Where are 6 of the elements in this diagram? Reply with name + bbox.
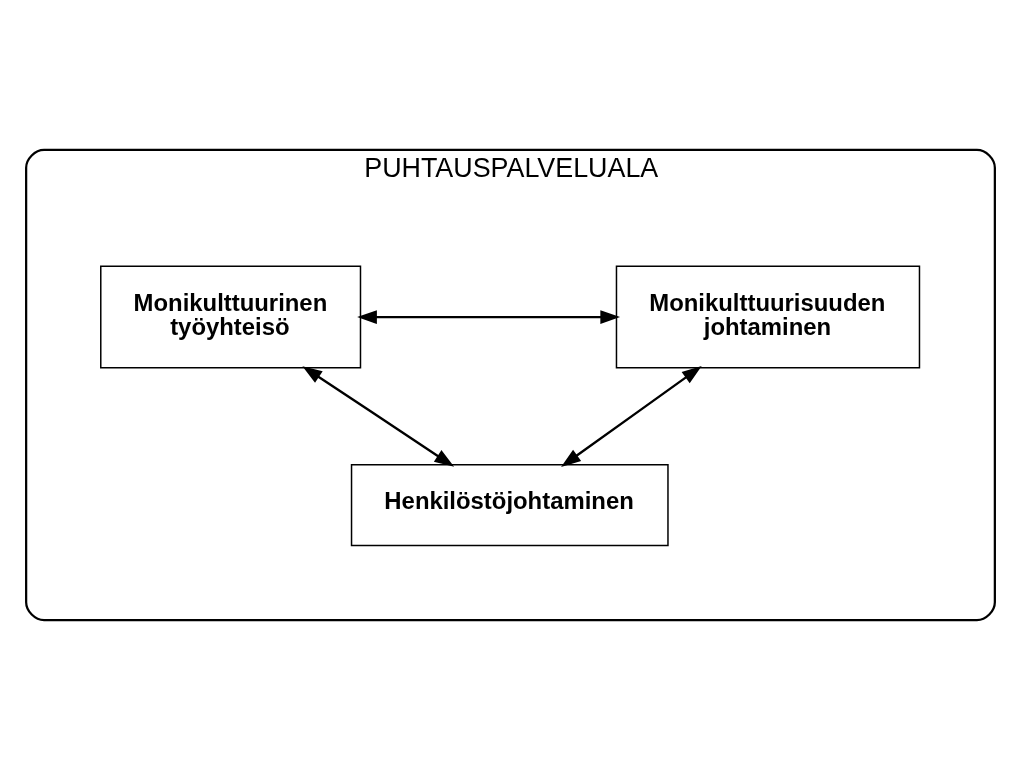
node-box: Monikulttuurisuuden johtaminen [615, 265, 921, 369]
node-box: Henkilöstöjohtaminen [350, 463, 669, 546]
node-box: Monikulttuurinen työyhteisö [100, 265, 362, 369]
arrow [561, 365, 702, 467]
arrow [357, 309, 621, 324]
arrow [302, 365, 455, 467]
